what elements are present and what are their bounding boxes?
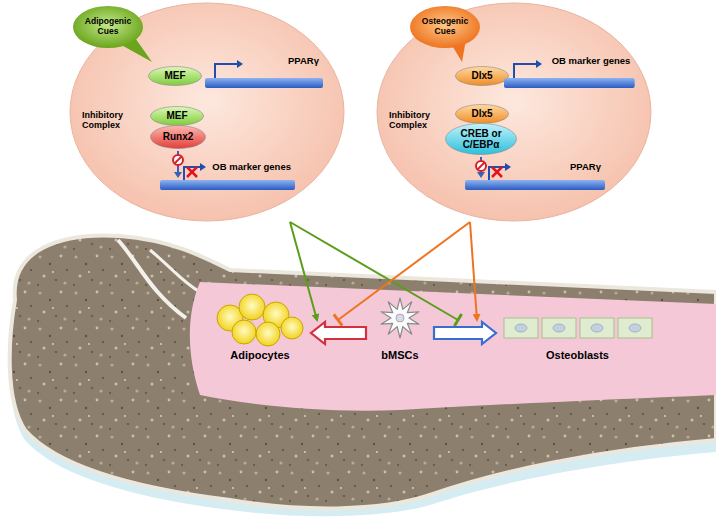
block-cross (187, 167, 197, 177)
osteoblast-cell (504, 318, 538, 338)
factor-oval: Runx2 (150, 125, 206, 149)
cell-nucleus (629, 324, 641, 332)
promoter-arrow (489, 167, 505, 180)
oval-body (151, 107, 204, 126)
inhibit-bar (334, 314, 342, 325)
cell-label: bMSCs (368, 349, 432, 362)
fat-cell (281, 317, 303, 339)
gene-bar: PPARγ (465, 162, 605, 190)
block-cross (492, 167, 502, 177)
factor-oval: Dlx5 (455, 104, 509, 124)
promote-line (470, 222, 477, 320)
nucleus-circle: Inhibitory Complex Adipogenic CuesMEF PPAR… (69, 2, 345, 222)
gene-body (504, 78, 635, 88)
inhibit-bar (454, 314, 461, 326)
promote-line (290, 222, 317, 320)
factor-name: Dlx5 (471, 70, 492, 82)
oval-body (446, 124, 517, 155)
factor-oval: CREB or C/EBPα (445, 123, 517, 155)
cell-nucleus (515, 324, 527, 332)
fat-cell (239, 294, 265, 320)
gene-bar: OB marker genes (504, 56, 635, 88)
oval-body (149, 67, 202, 86)
inhibit-symbol (175, 157, 182, 164)
arrow-head (200, 163, 206, 171)
arrow-head (237, 60, 243, 68)
promoter-arrow (215, 64, 237, 78)
inhibit-symbol (478, 163, 485, 170)
cue-bubble: Adipogenic Cues (73, 6, 143, 48)
gene-body (160, 180, 295, 190)
fat-cell (232, 320, 256, 344)
factor-name: Runx2 (163, 131, 194, 143)
inhibit-line (338, 222, 470, 320)
promoter-arrow (514, 64, 536, 78)
cell-label: Adipocytes (211, 349, 309, 362)
bubble-body (73, 6, 143, 48)
cue-bubble: Osteogenic Cues (410, 6, 480, 48)
bone-cortex (10, 235, 716, 508)
gene-bar: PPARγ (205, 56, 323, 88)
oval-body (151, 126, 206, 149)
bone-marrow (190, 282, 716, 411)
inhibit-symbol (476, 161, 486, 171)
gene-name: OB marker genes (552, 56, 631, 67)
cue-text: Osteogenic Cues (417, 17, 473, 37)
nucleus-circle: Inhibitory Complex Osteogenic CuesDlx5 OB … (376, 2, 652, 222)
stem-cell-body (381, 298, 419, 338)
bubble-body (410, 6, 480, 48)
block-cross (187, 167, 197, 177)
cell-nucleus (591, 324, 603, 332)
cell-nucleus (553, 324, 565, 332)
gene-bar: OB marker genes (160, 162, 295, 190)
oval-body (456, 105, 509, 124)
cell-nucleus (396, 314, 404, 322)
osteoblast-cell (618, 318, 652, 338)
stem-cell: bMSCs (368, 296, 432, 362)
gene-body (465, 180, 605, 190)
adipocyte-cluster: Adipocytes (211, 294, 309, 362)
factor-name: MEF (164, 70, 185, 82)
gene-name: PPARγ (288, 56, 319, 67)
nucleus-fill (377, 3, 651, 221)
block-cross (492, 167, 502, 177)
differentiation-arrow (311, 322, 366, 344)
inhibit-symbol (173, 155, 183, 165)
differentiation-arrow (434, 322, 496, 344)
arrow-head (174, 172, 182, 178)
factor-name: MEF (166, 110, 187, 122)
nucleus-fill (70, 3, 344, 221)
arrow-head (477, 172, 485, 178)
arrow-head (505, 163, 511, 171)
factor-oval: MEF (150, 106, 204, 126)
osteoblast-cell (542, 318, 576, 338)
gene-body (205, 78, 323, 88)
factor-name: Dlx5 (471, 108, 492, 120)
growth-plate (150, 250, 200, 292)
gene-name: PPARγ (570, 162, 601, 173)
factor-oval: Dlx5 (455, 66, 509, 86)
factor-oval: MEF (148, 66, 202, 86)
promoter-arrow (184, 167, 200, 180)
factor-name: CREB or C/EBPα (452, 128, 510, 151)
osteoblast-row: Osteoblasts (498, 310, 657, 362)
cell-label: Osteoblasts (498, 349, 657, 362)
gene-name: OB marker genes (212, 162, 291, 173)
cue-text: Adipogenic Cues (80, 17, 136, 37)
complex-label: Inhibitory Complex (389, 110, 451, 131)
oval-body (456, 67, 509, 86)
inhibit-line (290, 222, 458, 320)
fat-cell (256, 322, 280, 346)
arrow-head (536, 60, 542, 68)
complex-label: Inhibitory Complex (82, 110, 144, 131)
osteoblast-cell (580, 318, 614, 338)
